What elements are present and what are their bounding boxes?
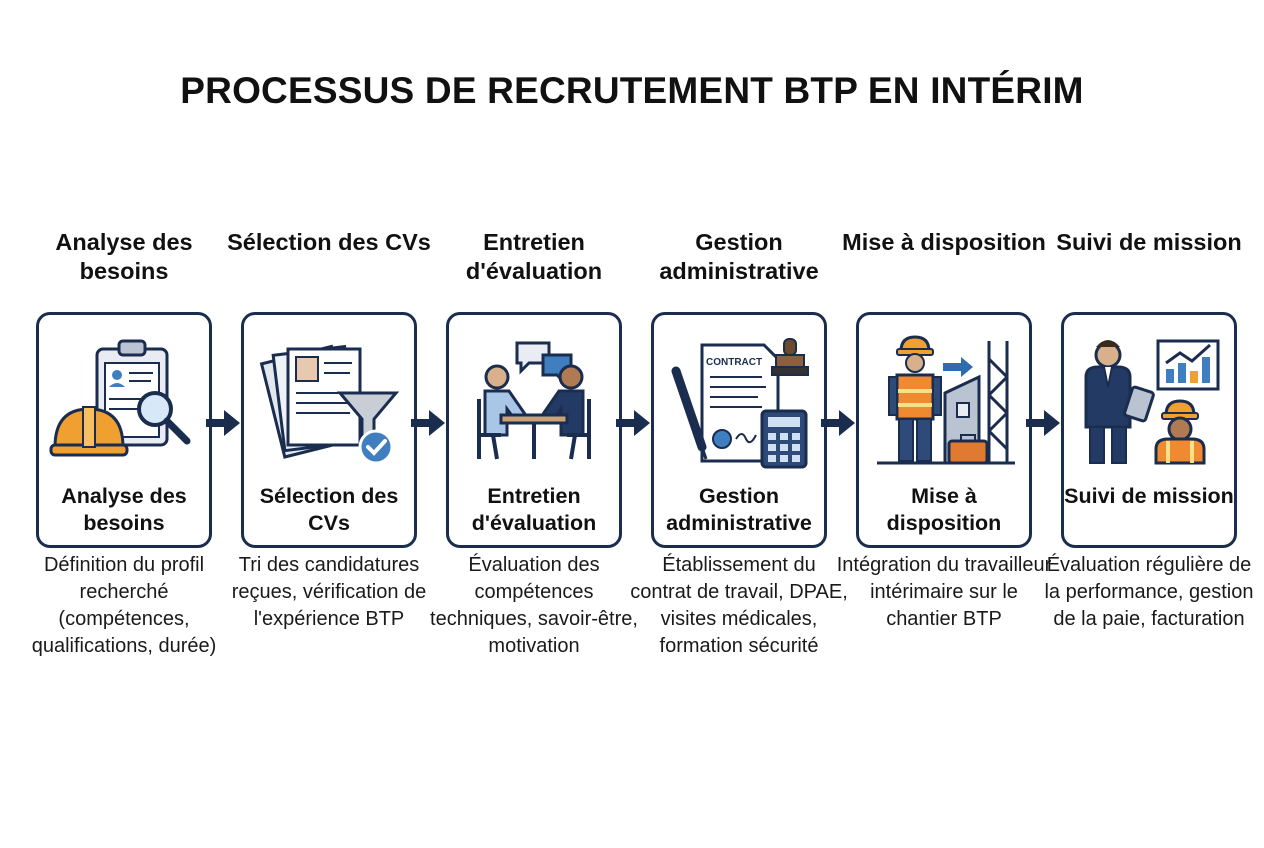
- step-description: Définition du profil recherché (compéten…: [31, 554, 217, 657]
- arrow-right-icon: [206, 410, 240, 436]
- step-title: Mise à disposition: [842, 229, 1046, 255]
- arrow-right-icon: [616, 410, 650, 436]
- step-card: Suivi de mission: [1061, 312, 1237, 548]
- arrow-right-icon: [1026, 410, 1060, 436]
- step-title: Gestion administrative: [659, 229, 819, 284]
- step-description: Évaluation régulière de la performance, …: [1044, 554, 1254, 630]
- step-card-label: Mise à disposition: [886, 484, 1002, 535]
- step-card-label: Sélection des CVs: [259, 484, 399, 535]
- step-card-label: Gestion administrative: [666, 484, 812, 535]
- step-description: Intégration du travailleur intérimaire s…: [836, 554, 1052, 630]
- cv-stack-filter-check-icon: [259, 344, 400, 465]
- page-title: PROCESSUS DE RECRUTEMENT BTP EN INTÉRIM: [180, 70, 1084, 111]
- step-title: Analyse des besoins: [55, 229, 193, 284]
- arrow-right-icon: [411, 410, 445, 436]
- step-card: Analyse des besoins: [36, 312, 212, 548]
- step-title: Entretien d'évaluation: [465, 229, 603, 284]
- interview-table-icon: [477, 341, 591, 460]
- step-card-label: Analyse des besoins: [61, 484, 187, 535]
- clipboard-magnifier-helmet-icon: [49, 339, 191, 457]
- step-card-label: Entretien d'évaluation: [471, 484, 597, 535]
- step-description: Établissement du contrat de travail, DPA…: [630, 554, 848, 657]
- step-description: Tri des candidatures reçues, vérificatio…: [231, 554, 427, 630]
- contract-heading: CONTRACT: [706, 357, 762, 368]
- manager-chart-worker-icon: [1084, 339, 1220, 465]
- contract-stamp-calculator-icon: CONTRACT: [671, 338, 809, 469]
- step-title: Suivi de mission: [1056, 229, 1242, 255]
- worker-construction-site-icon: [877, 335, 1015, 465]
- step-card: CONTRACT Gestion administrative: [651, 312, 827, 548]
- step-card: Mise à disposition: [856, 312, 1032, 548]
- step-description: Évaluation des compétences techniques, s…: [430, 554, 638, 657]
- step-card-label: Suivi de mission: [1064, 484, 1234, 508]
- step-card: Sélection des CVs: [241, 312, 417, 548]
- step-title: Sélection des CVs: [227, 229, 431, 255]
- step-card: Entretien d'évaluation: [446, 312, 622, 548]
- arrow-right-icon: [821, 410, 855, 436]
